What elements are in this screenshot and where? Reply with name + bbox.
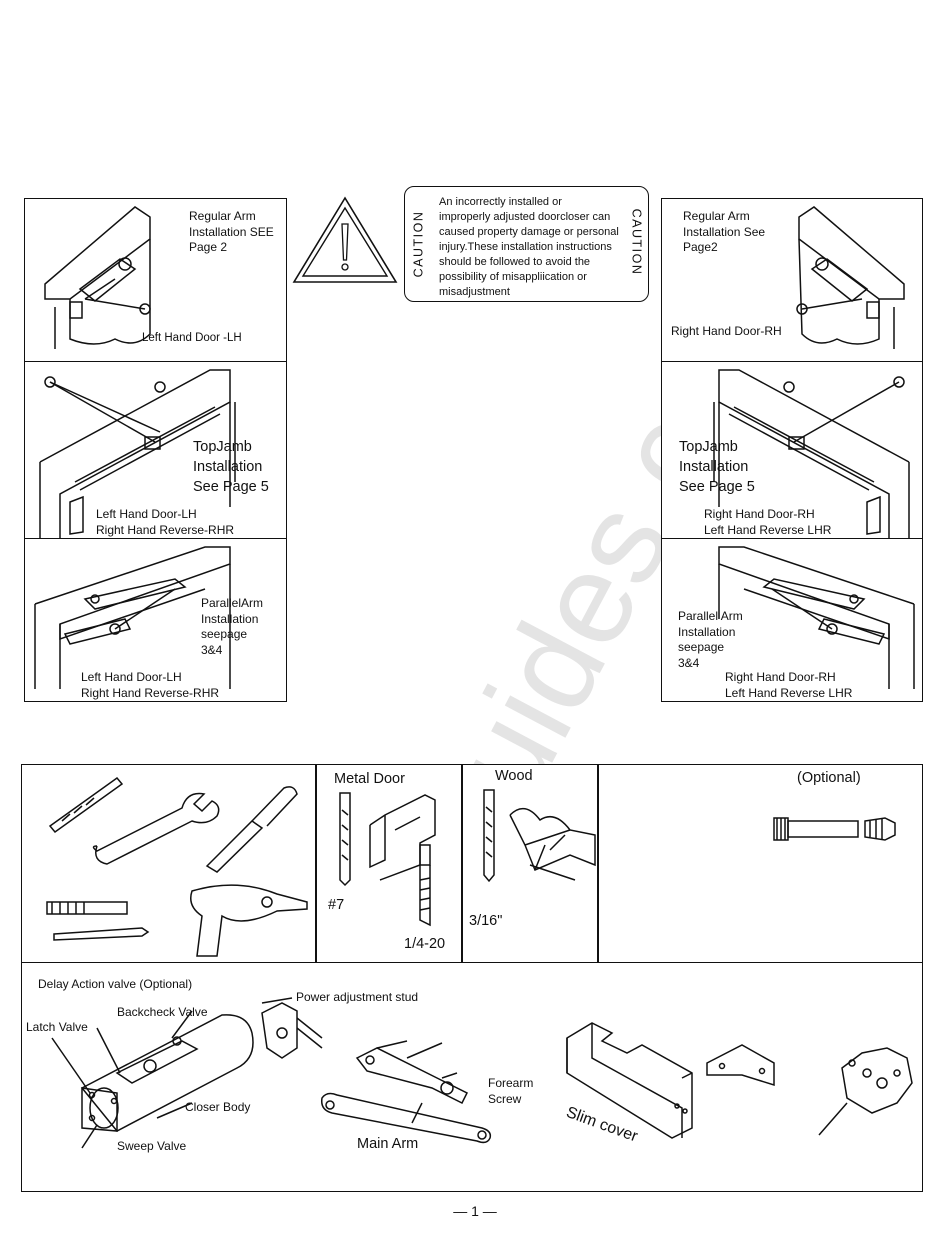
tap-size-label: 1/4-20 (404, 936, 446, 952)
drill-size-7: #7 (328, 897, 345, 913)
main-arm-icon (320, 1092, 492, 1144)
panel-caption: Right Hand Door-RH Left Hand Reverse LHR (725, 670, 853, 700)
closer-body-label: Closer Body (185, 1100, 251, 1114)
wrench-icon (92, 792, 220, 865)
metal-door-label: Metal Door (334, 771, 405, 787)
wood-label: Wood (495, 768, 533, 784)
right-panel-regular-arm: Regular Arm Installation See Page2 Right… (661, 198, 923, 362)
panel-caption: Left Hand Door-LH Right Hand Reverse-RHR (96, 507, 235, 537)
parallel-arm-lh-illustration (34, 546, 231, 689)
tools-divider-3 (597, 764, 599, 964)
caution-label-left: CAUTION (411, 210, 426, 278)
forearm-label: Forearm Screw (488, 1076, 534, 1106)
mounting-plate-icon (706, 1044, 775, 1087)
screwdriver-icon (205, 786, 298, 873)
backcheck-label: Backcheck Valve (117, 1005, 208, 1019)
panel-title: Parallel Arm Installation seepage 3&4 (678, 609, 743, 670)
power-drill-icon (190, 884, 308, 957)
tools-divider-2 (461, 764, 463, 964)
slim-cover-icon (566, 1022, 693, 1139)
tap-icon (46, 901, 128, 915)
warning-icon (292, 196, 398, 283)
tools-divider-1 (315, 764, 317, 964)
left-panel-top-jamb: TopJamb Installation See Page 5 Left Han… (24, 361, 287, 540)
panel-caption: Right Hand Door-RH (671, 324, 782, 338)
power-stud-label: Power adjustment stud (296, 990, 419, 1004)
panel-title: ParallelArm Installation seepage 3&4 (201, 596, 264, 657)
parts-illustration (51, 997, 913, 1149)
regular-arm-lh-illustration (44, 206, 151, 349)
main-arm-label: Main Arm (357, 1136, 419, 1152)
panel-title: Regular Arm Installation SEE Page 2 (189, 209, 274, 254)
bracket-assembly-icon (841, 1047, 913, 1114)
panel-title: TopJamb Installation See Page 5 (193, 439, 269, 495)
caution-label-right: CAUTION (629, 208, 644, 276)
delay-action-label: Delay Action valve (Optional) (38, 977, 193, 991)
tools-illustration (46, 776, 308, 957)
panel-caption: Right Hand Door-RH Left Hand Reverse LHR (704, 507, 832, 537)
left-panel-parallel-arm: ParallelArm Installation seepage 3&4 Lef… (24, 538, 287, 702)
right-panel-parallel-arm: Parallel Arm Installation seepage 3&4 Ri… (661, 538, 923, 702)
drill-bit-icon (48, 776, 124, 834)
tools-table (21, 764, 923, 964)
optional-label: (Optional) (797, 770, 861, 786)
caution-box: CAUTION An incorrectly installed or impr… (404, 186, 649, 302)
wood-illustration (483, 789, 596, 883)
regular-arm-rh-illustration (796, 206, 905, 349)
forearm-icon (355, 1047, 469, 1105)
parts-table (21, 962, 923, 1192)
top-jamb-lh-illustration (39, 369, 236, 540)
panel-caption: Left Hand Door -LH (142, 332, 242, 344)
power-stud-bracket-icon (261, 1002, 298, 1059)
panel-caption: Left Hand Door-LH Right Hand Reverse-RHR (81, 670, 220, 700)
panel-title: Regular Arm Installation See Page2 (683, 209, 766, 254)
right-panel-top-jamb: TopJamb Installation See Page 5 Right Ha… (661, 361, 923, 540)
optional-screw-icon (773, 817, 896, 841)
sweep-valve-label: Sweep Valve (117, 1139, 187, 1153)
left-panel-regular-arm: Regular Arm Installation SEE Page 2 Left… (24, 198, 287, 362)
closer-body-icon (80, 1014, 254, 1132)
metal-door-illustration (339, 792, 436, 927)
parallel-arm-rh-illustration (718, 546, 915, 689)
top-jamb-rh-illustration (713, 369, 910, 540)
caution-text: An incorrectly installed or improperly a… (439, 196, 619, 298)
page-number: — 1 — (453, 1203, 497, 1219)
drill-size-316: 3/16" (469, 913, 503, 929)
page-number-value: 1 (471, 1203, 479, 1219)
latch-valve-label: Latch Valve (26, 1020, 88, 1034)
panel-title: TopJamb Installation See Page 5 (679, 439, 755, 495)
